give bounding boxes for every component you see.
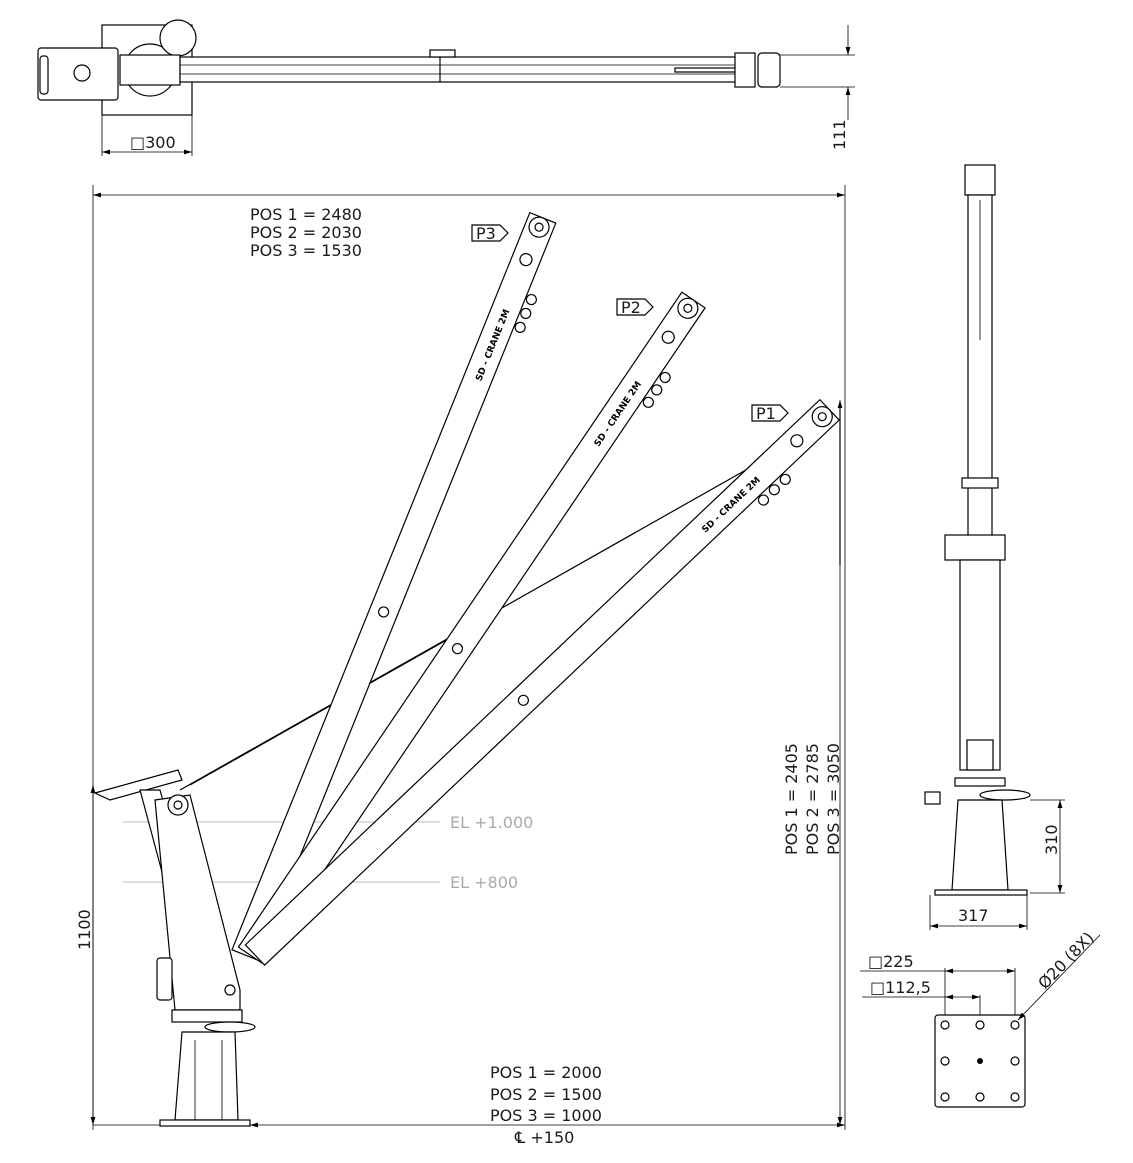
hook-height-pos1: POS 1 = 2405 xyxy=(782,743,801,855)
tag-p3: P3 xyxy=(476,224,496,243)
base-height-label: 1100 xyxy=(75,909,94,950)
tag-p2: P2 xyxy=(621,298,641,317)
mast-and-column xyxy=(93,769,256,1127)
plate-half-dim: □112,5 xyxy=(870,978,931,997)
side-view: 310 317 xyxy=(924,164,1065,930)
hook-height-pos2: POS 2 = 2785 xyxy=(803,743,822,855)
horiz-pos1: POS 1 = 2000 xyxy=(490,1063,602,1082)
reach-pos2: POS 2 = 2030 xyxy=(250,223,362,242)
hook-height-pos3: POS 3 = 3050 xyxy=(824,743,843,855)
plate-outer-dim: □225 xyxy=(868,952,914,971)
reach-pos1: POS 1 = 2480 xyxy=(250,205,362,224)
plan-height-label: 111 xyxy=(830,119,849,150)
boom-p3: SD - CRANE 2M xyxy=(231,211,557,962)
side-height-label: 310 xyxy=(1042,824,1061,855)
base-plate-view: □225 □112,5 Ø20 (8X) xyxy=(860,928,1101,1108)
boom-p1: SD - CRANE 2M xyxy=(244,398,840,967)
centerline-offset: ℄ +150 xyxy=(514,1128,574,1147)
dimension-frame: POS 1 = 2480 POS 2 = 2030 POS 3 = 1530 1… xyxy=(75,185,846,1147)
reach-pos3: POS 3 = 1530 xyxy=(250,241,362,260)
hole-dim-label: Ø20 (8X) xyxy=(1034,928,1097,993)
side-width-label: 317 xyxy=(958,906,989,925)
horiz-pos2: POS 2 = 1500 xyxy=(490,1085,602,1104)
horiz-pos3: POS 3 = 1000 xyxy=(490,1106,602,1125)
plan-view: □300 111 xyxy=(37,19,855,156)
tag-p1: P1 xyxy=(756,404,776,423)
plate-dim-label: □300 xyxy=(130,133,176,152)
elevation-800: EL +800 xyxy=(450,873,518,892)
elevation-1000: EL +1.000 xyxy=(450,813,533,832)
position-tags: P3 P2 P1 xyxy=(471,224,789,423)
